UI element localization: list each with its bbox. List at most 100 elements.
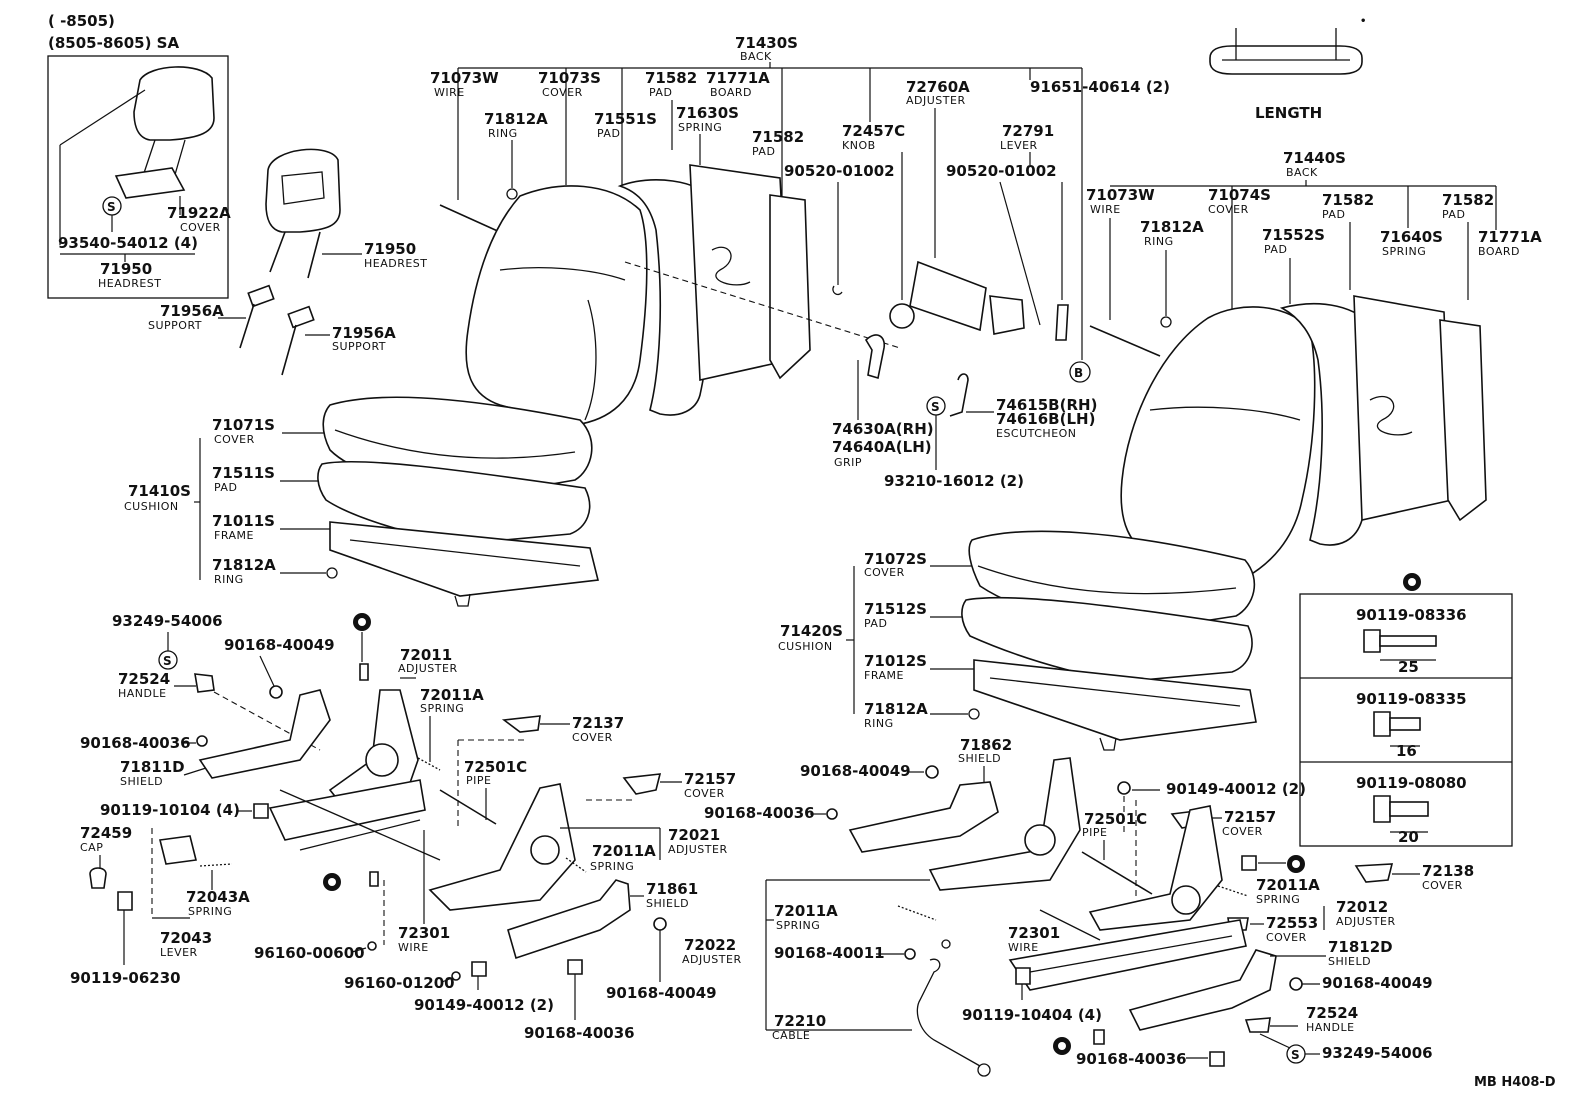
shield-part [198, 689, 331, 779]
part-number: 71420S [780, 622, 843, 640]
part-name: COVER [572, 731, 613, 744]
cushion-frame-rail [349, 539, 581, 567]
part-number: 72157 [1224, 808, 1276, 826]
part-name: PAD [1264, 243, 1287, 256]
wire-part [1039, 909, 1101, 941]
part-number: 90168-40036 [704, 804, 815, 822]
part-number: 71073W [1086, 186, 1155, 204]
part-name: ESCUTCHEON [996, 427, 1077, 440]
lever-part [159, 835, 197, 865]
seatback-side-frame [769, 194, 811, 380]
bolt-shank [1389, 801, 1429, 817]
part-number: 96160-01200 [344, 974, 455, 992]
part-number: 90168-40049 [800, 762, 911, 780]
part-name: CAP [80, 841, 103, 854]
period-note-1: ( -8505) [48, 12, 115, 30]
part-name: COVER [180, 221, 221, 234]
ring-part [1160, 316, 1172, 328]
part-name: HANDLE [1306, 1021, 1355, 1034]
part-number: 71630S [676, 104, 739, 122]
part-name: SHIELD [958, 752, 1001, 765]
part-name: GRIP [834, 456, 862, 469]
part-name: CABLE [772, 1029, 810, 1042]
bolt-part [369, 871, 379, 887]
part-number: 90119-10104 (4) [100, 801, 240, 819]
seatback-seam [499, 267, 626, 281]
part-number: 71950 [100, 260, 152, 278]
part-name: ADJUSTER [398, 662, 458, 675]
spring-part [199, 863, 233, 867]
cushion-seam [977, 565, 1237, 595]
part-number: 72137 [572, 714, 624, 732]
part-name: SPRING [678, 121, 722, 134]
bullet-mark-center [328, 878, 336, 886]
part-number: 90119-08080 [1356, 774, 1467, 792]
lever-part [1055, 304, 1069, 341]
part-name: LEVER [160, 946, 198, 959]
ring-part [326, 567, 338, 579]
part-name: WIRE [398, 941, 429, 954]
part-number: 72791 [1002, 122, 1054, 140]
leader-line [259, 655, 275, 687]
part-number: 71812A [212, 556, 276, 574]
wire-part [439, 204, 503, 234]
bolt-part [253, 803, 269, 819]
part-name: PAD [752, 145, 775, 158]
part-number: 90119-06230 [70, 969, 181, 987]
part-name: FRAME [214, 529, 254, 542]
adjuster-plate [909, 260, 987, 332]
s-mark-text: S [163, 654, 172, 668]
shield-part [1128, 949, 1277, 1031]
bolt-part [1117, 781, 1131, 795]
part-number: 71640S [1380, 228, 1443, 246]
part-name: PAD [1322, 208, 1345, 221]
part-name: SUPPORT [148, 319, 202, 332]
leader-line [441, 977, 453, 983]
part-number: 90119-08335 [1356, 690, 1467, 708]
s-mark-text: S [107, 200, 116, 214]
part-number: 91651-40614 (2) [1030, 78, 1170, 96]
bolt-length: 25 [1398, 658, 1419, 676]
part-number: 71511S [212, 464, 275, 482]
part-number: 93540-54012 (4) [58, 234, 198, 252]
part-name: CUSHION [124, 500, 179, 513]
part-number: 71071S [212, 416, 275, 434]
cable-end [977, 1063, 991, 1077]
cable-part [916, 958, 981, 1067]
part-number: 72022 [684, 936, 736, 954]
leader-line [999, 181, 1041, 326]
shield-part [848, 781, 999, 853]
leader-line [183, 767, 207, 776]
grip-part [864, 334, 886, 380]
right-seatback-group: LENGTH • 71440S BACK 71073W WIRE 71074S … [1086, 16, 1542, 579]
part-number: 71862 [960, 736, 1012, 754]
part-number: 72011A [592, 842, 656, 860]
cover-part [1354, 863, 1394, 883]
part-number: 90168-40036 [1076, 1050, 1187, 1068]
adjuster-gear [1171, 885, 1201, 915]
bolt-part [1241, 855, 1257, 871]
seatback-side-frame [1439, 319, 1487, 522]
adjuster-mechanism [989, 295, 1025, 335]
seatback-cover [465, 185, 648, 426]
part-number: 71552S [1262, 226, 1325, 244]
part-number: 93210-16012 (2) [884, 472, 1024, 490]
s-mark-text: S [1291, 1048, 1300, 1062]
part-name: FRAME [864, 669, 904, 682]
part-number: 72457C [842, 122, 905, 140]
bolt-shank [1379, 635, 1437, 647]
adjuster-gear [530, 835, 560, 865]
part-name: PIPE [466, 774, 491, 787]
bolt-part [1209, 1051, 1225, 1067]
part-name: PAD [597, 127, 620, 140]
part-number: 72021 [668, 826, 720, 844]
cover-part [501, 715, 541, 733]
part-number: 71012S [864, 652, 927, 670]
left-seatback-group: 71430S BACK 71073W WIRE 71073S COVER 718… [430, 34, 1170, 490]
adjuster-bracket [928, 757, 1081, 891]
left-adjuster-group: 93249-54006 S 72524 HANDLE 90168-40049 9… [70, 612, 736, 1042]
part-name: BOARD [1478, 245, 1520, 258]
part-name: RING [214, 573, 244, 586]
part-name: LEVER [1000, 139, 1038, 152]
part-name: CUSHION [778, 640, 833, 653]
